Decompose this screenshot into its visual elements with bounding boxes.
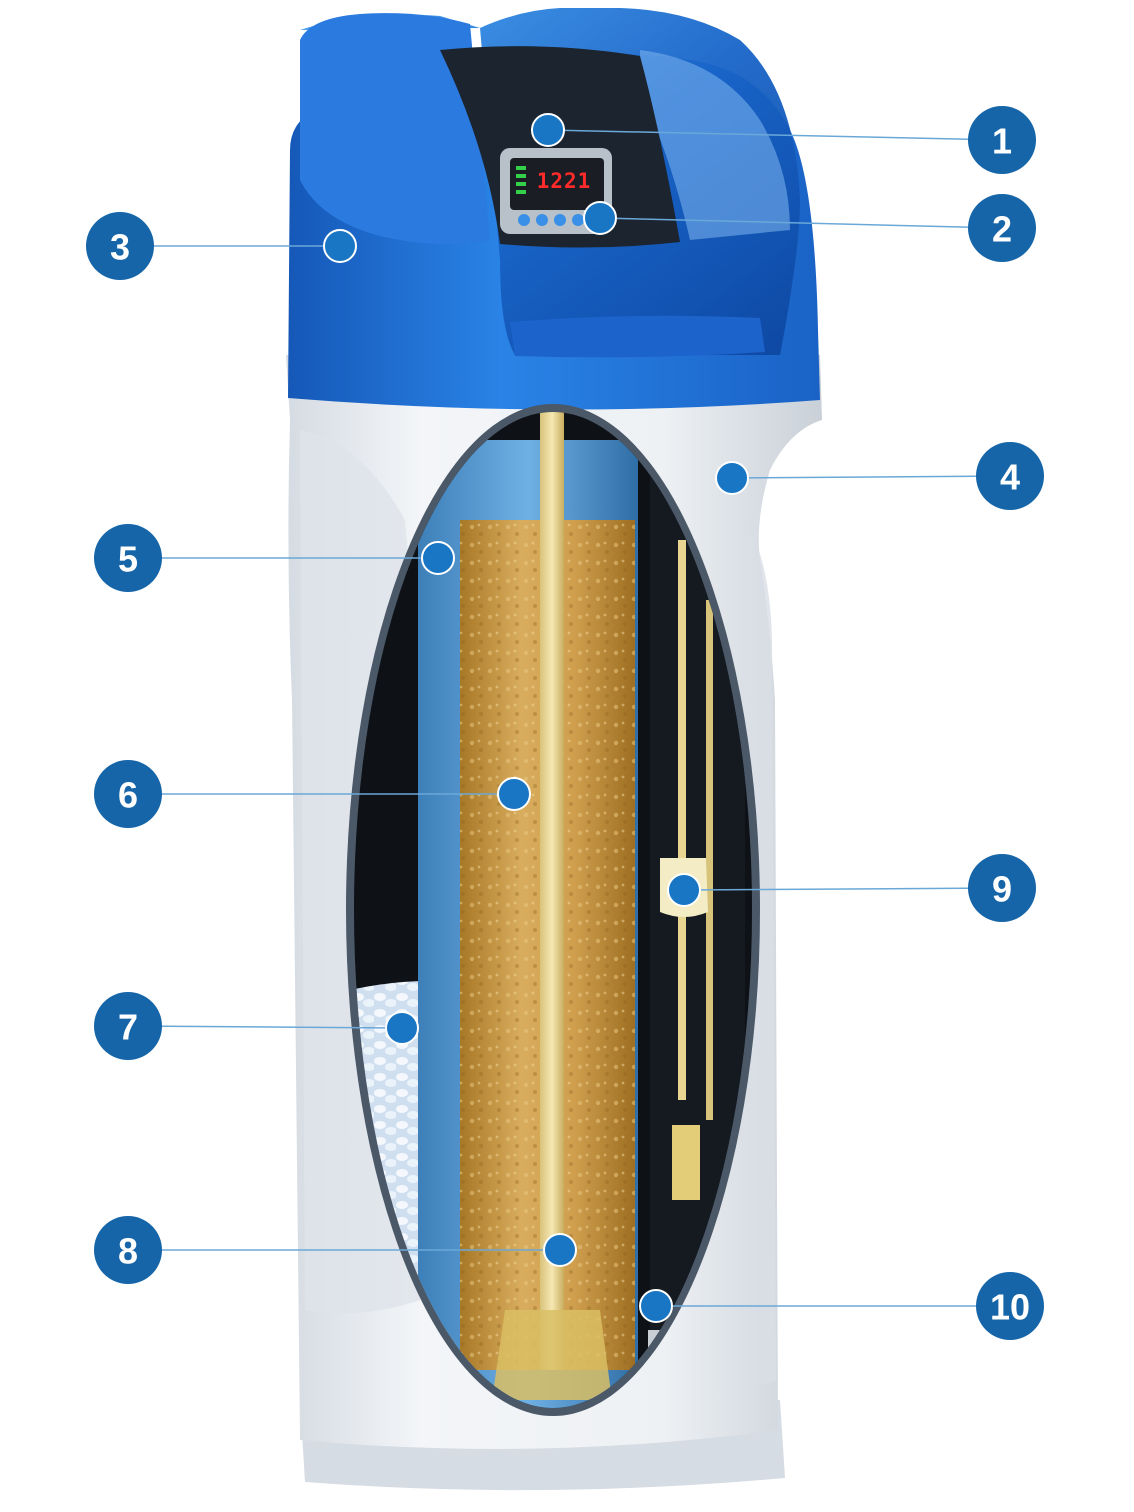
anchor-dot-1 xyxy=(531,113,565,147)
callout-badge-6 xyxy=(94,760,162,828)
callout-badge-4 xyxy=(976,442,1044,510)
leader-line-9 xyxy=(683,887,1003,891)
callout-number-4: 4 xyxy=(1000,457,1020,498)
up-button[interactable] xyxy=(536,214,548,226)
lid-flap xyxy=(510,315,765,358)
callout-badge-10 xyxy=(976,1272,1044,1340)
callout-badge-9 xyxy=(968,854,1036,922)
display-screen xyxy=(510,158,604,210)
callout-number-3: 3 xyxy=(110,227,130,268)
anchor-dot-5 xyxy=(421,541,455,575)
callout-2: 2 xyxy=(968,194,1036,262)
riser-tube xyxy=(540,412,564,1370)
callout-badges: 1 2 3 4 5 6 7 8 9 10 xyxy=(86,106,1044,1340)
level-bar-1 xyxy=(516,166,526,170)
callout-number-6: 6 xyxy=(118,775,138,816)
transparent-window-cover xyxy=(640,50,790,240)
anchor-dot-8 xyxy=(543,1233,577,1267)
callout-number-8: 8 xyxy=(118,1231,138,1272)
callout-1: 1 xyxy=(968,106,1036,174)
blue-cover-top xyxy=(300,13,490,245)
anchor-dot-6 xyxy=(497,777,531,811)
anchor-dot-10 xyxy=(639,1289,673,1323)
menu-button[interactable] xyxy=(518,214,530,226)
callout-badge-7 xyxy=(94,992,162,1060)
leader-line-4 xyxy=(731,475,1011,479)
callout-5: 5 xyxy=(94,524,162,592)
display-readout: 1221 xyxy=(537,169,592,193)
callout-3: 3 xyxy=(86,212,154,280)
enter-button[interactable] xyxy=(572,214,584,226)
anchor-dot-7 xyxy=(385,1011,419,1045)
callout-number-1: 1 xyxy=(992,121,1012,162)
callout-number-9: 9 xyxy=(992,869,1012,910)
leader-line-2 xyxy=(599,217,1003,229)
brine-tube xyxy=(678,540,686,1100)
callout-number-10: 10 xyxy=(990,1287,1030,1328)
bottom-distributor xyxy=(492,1310,612,1400)
anchor-dot-9 xyxy=(667,873,701,907)
down-button[interactable] xyxy=(554,214,566,226)
callout-number-5: 5 xyxy=(118,539,138,580)
brine-tube-2 xyxy=(706,600,713,1120)
callout-badge-3 xyxy=(86,212,154,280)
level-bar-3 xyxy=(516,182,526,186)
callout-badge-1 xyxy=(968,106,1036,174)
callout-badge-8 xyxy=(94,1216,162,1284)
anchor-dot-3 xyxy=(323,229,357,263)
callout-number-2: 2 xyxy=(992,209,1012,250)
callout-8: 8 xyxy=(94,1216,162,1284)
callout-10: 10 xyxy=(976,1272,1044,1340)
leader-lines xyxy=(120,113,1011,1323)
anchor-dot-4 xyxy=(715,461,749,495)
level-bar-4 xyxy=(516,190,526,194)
air-check-valve xyxy=(672,1125,700,1200)
level-bar-2 xyxy=(516,174,526,178)
callout-9: 9 xyxy=(968,854,1036,922)
callout-6: 6 xyxy=(94,760,162,828)
callout-badge-5 xyxy=(94,524,162,592)
cabinet-right-recess xyxy=(745,520,776,1385)
leader-line-7 xyxy=(127,1025,403,1029)
callout-7: 7 xyxy=(94,992,162,1060)
callout-badge-2 xyxy=(968,194,1036,262)
callout-4: 4 xyxy=(976,442,1044,510)
anchor-dot-2 xyxy=(583,201,617,235)
leader-line-1 xyxy=(547,129,1003,141)
callout-number-7: 7 xyxy=(118,1007,138,1048)
